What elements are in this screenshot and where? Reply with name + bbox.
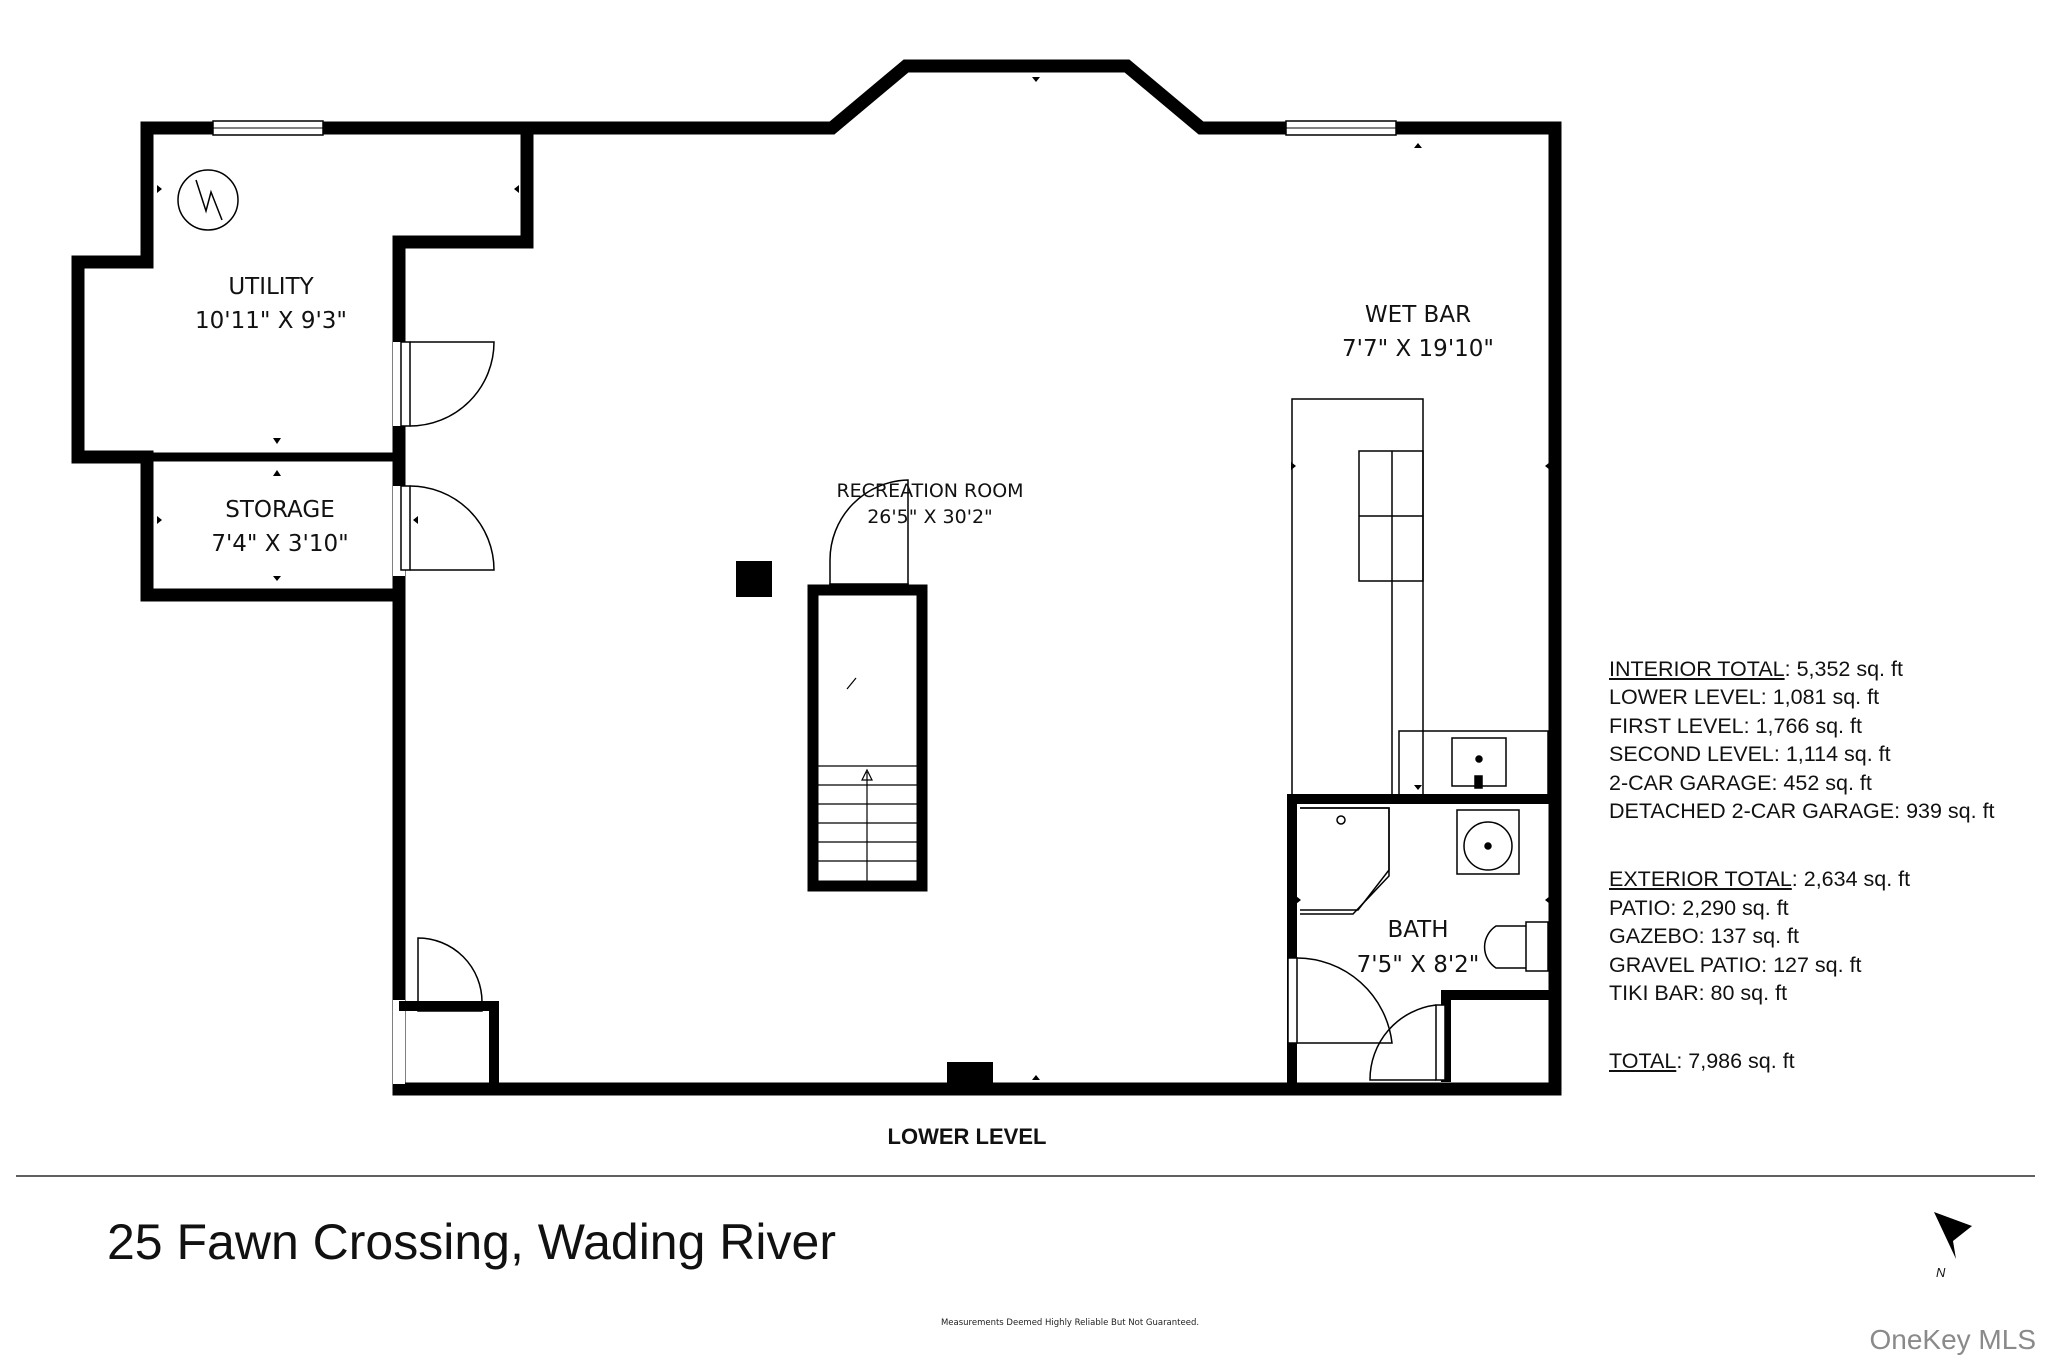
stat-line: DETACHED 2-CAR GARAGE: 939 sq. ft	[1609, 799, 1995, 824]
grand-total-label: TOTAL	[1609, 1049, 1677, 1074]
wetbar-name: WET BAR	[1365, 302, 1471, 328]
door-storage	[400, 485, 411, 571]
room-labels: UTILITY 10'11" X 9'3" STORAGE 7'4" X 3'1…	[195, 274, 1494, 978]
stat-line: SECOND LEVEL: 1,114 sq. ft	[1609, 742, 1891, 767]
windows	[212, 120, 1397, 136]
level-title: LOWER LEVEL	[888, 1124, 1047, 1149]
main-wall	[392, 59, 1562, 1096]
bath-walls	[1287, 794, 1555, 1089]
disclaimer: Measurements Deemed Highly Reliable But …	[940, 1318, 1200, 1328]
stairs-icon	[807, 584, 928, 892]
grand-total-value: : 7,986 sq. ft	[1676, 1049, 1795, 1074]
exterior-total: EXTERIOR TOTAL: 2,634 sq. ft	[1609, 865, 1995, 893]
north-label: N	[1936, 1265, 1946, 1280]
stat-line: GRAVEL PATIO: 127 sq. ft	[1609, 952, 1862, 977]
closet	[399, 1001, 499, 1089]
exterior-total-label: EXTERIOR TOTAL	[1609, 867, 1792, 892]
doorway-bottom	[947, 1062, 993, 1086]
shower	[1300, 807, 1390, 915]
door-bath	[1287, 957, 1446, 1081]
area-stats: INTERIOR TOTAL: 5,352 sq. ft LOWER LEVEL…	[1609, 655, 1995, 1076]
interior-stats: INTERIOR TOTAL: 5,352 sq. ft LOWER LEVEL…	[1609, 655, 1995, 825]
stat-line: GAZEBO: 137 sq. ft	[1609, 924, 1799, 949]
wet-bar-counter	[1291, 398, 1424, 796]
bath-dims: 7'5" X 8'2"	[1357, 952, 1480, 978]
storage-dims: 7'4" X 3'10"	[211, 531, 348, 557]
utility-dims: 10'11" X 9'3"	[195, 308, 347, 334]
storage-name: STORAGE	[225, 497, 335, 523]
watermark: OneKey MLS	[1869, 1324, 2036, 1355]
north-arrow-icon	[1934, 1212, 1972, 1259]
doors	[400, 341, 495, 1012]
grand-total: TOTAL: 7,986 sq. ft	[1609, 1047, 1995, 1075]
toilet-icon	[1483, 921, 1549, 972]
recreation-name: RECREATION ROOM	[836, 480, 1023, 502]
interior-total: INTERIOR TOTAL: 5,352 sq. ft	[1609, 655, 1995, 683]
door-utility	[400, 341, 411, 427]
recreation-dims: 26'5" X 30'2"	[867, 506, 993, 528]
property-address: 25 Fawn Crossing, Wading River	[107, 1214, 836, 1270]
utility-wall	[71, 121, 534, 602]
walls	[71, 59, 1562, 1096]
stat-line: PATIO: 2,290 sq. ft	[1609, 895, 1789, 920]
exterior-stats: EXTERIOR TOTAL: 2,634 sq. ft PATIO: 2,29…	[1609, 865, 1995, 1007]
water-heater-icon	[177, 169, 239, 231]
stat-line: FIRST LEVEL: 1,766 sq. ft	[1609, 713, 1862, 738]
stat-line: TIKI BAR: 80 sq. ft	[1609, 981, 1788, 1006]
interior-total-value: : 5,352 sq. ft	[1784, 657, 1903, 681]
column	[736, 561, 772, 597]
dimension-ticks	[157, 77, 1550, 1080]
utility-name: UTILITY	[228, 274, 314, 300]
stat-line: 2-CAR GARAGE: 452 sq. ft	[1609, 770, 1872, 795]
bath-name: BATH	[1387, 917, 1448, 943]
exterior-total-value: : 2,634 sq. ft	[1791, 867, 1911, 892]
interior-total-label: INTERIOR TOTAL	[1609, 657, 1785, 681]
wetbar-dims: 7'7" X 19'10"	[1342, 336, 1494, 362]
stat-line: LOWER LEVEL: 1,081 sq. ft	[1609, 685, 1880, 710]
bath-sink-icon	[1456, 809, 1520, 875]
